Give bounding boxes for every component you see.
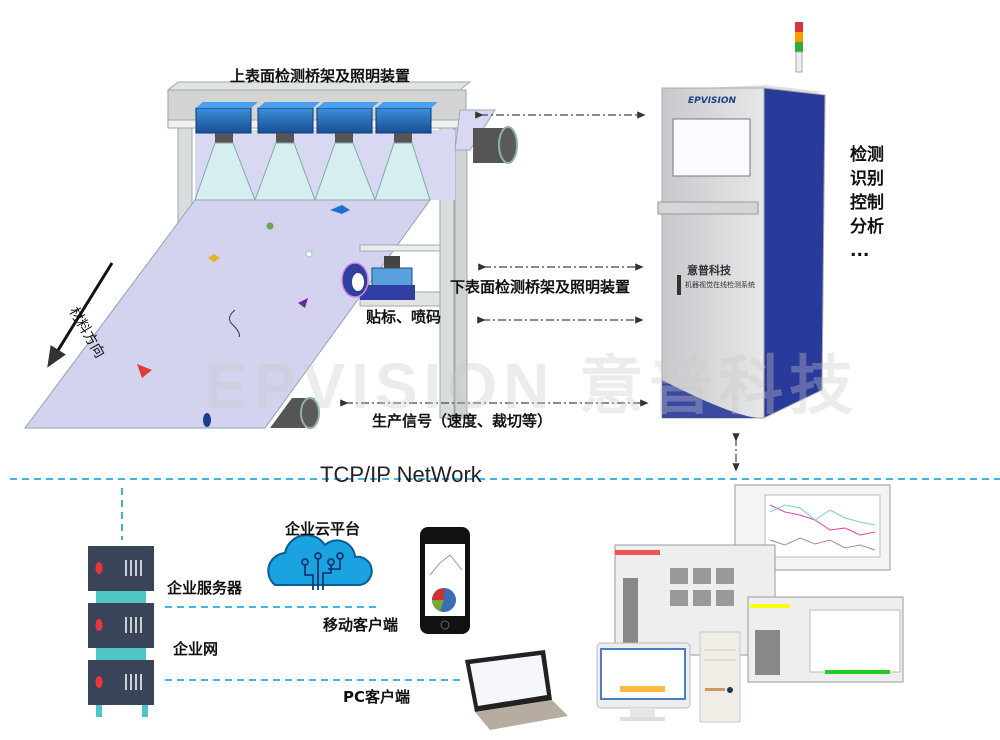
mobile-client-label: 移动客户端: [323, 616, 399, 634]
desktop-computer-icon: [596, 631, 741, 723]
defect-purple: [298, 298, 308, 308]
camera-2: [254, 102, 320, 201]
lower-bridge-label: 下表面检测桥架及照明装置: [450, 278, 631, 296]
production-signal-label: 生产信号（速度、裁切等）: [372, 412, 553, 430]
cloud-icon: [267, 534, 373, 590]
material-sheet: [24, 199, 431, 429]
camera-array: [194, 102, 438, 201]
top-roller: [454, 109, 518, 164]
camera-4: [374, 102, 438, 201]
material-direction-arrow: [47, 262, 114, 368]
cabinet-brand: EPVISION: [688, 96, 737, 106]
labeling-label: 贴标、喷码: [366, 308, 442, 326]
cabinet-company: 意普科技: [687, 264, 731, 277]
bottom-roller: [270, 397, 320, 429]
defect-star: [330, 205, 350, 214]
function-more: ...: [850, 241, 870, 261]
defect-diamond: [208, 254, 220, 262]
control-cabinet: [657, 22, 826, 419]
upper-bridge-label: 上表面检测桥架及照明装置: [230, 67, 411, 85]
camera-3: [314, 102, 379, 201]
defect-drop: [203, 413, 211, 427]
function-list: 检测 识别 控制 分析 ...: [850, 143, 884, 263]
intranet-label: 企业网: [173, 640, 219, 658]
function-inspect: 检测: [850, 145, 884, 165]
software-screenshots: [614, 484, 904, 683]
function-analyze: 分析: [850, 217, 884, 237]
function-control: 控制: [850, 193, 884, 213]
defect-ring: [305, 250, 313, 258]
laptop-icon: [465, 650, 568, 730]
cloud-label: 企业云平台: [285, 520, 361, 538]
defect-hair: [229, 309, 240, 338]
mobile-phone-icon: [420, 527, 470, 634]
camera-1: [194, 102, 258, 201]
pc-client-label: PC客户端: [343, 688, 411, 706]
defect-dot-green: [266, 222, 274, 230]
network-lines: [10, 478, 1000, 681]
function-identify: 识别: [850, 169, 884, 189]
server-label: 企业服务器: [167, 579, 243, 597]
network-title: TCP/IP NetWork: [320, 462, 482, 487]
cabinet-subtitle: 机器视觉在线检测系统: [685, 281, 755, 289]
server-rack-icon: [88, 546, 154, 717]
lower-bridge: [341, 244, 441, 307]
signal-arrows: [340, 111, 740, 472]
defect-triangle: [137, 364, 152, 378]
